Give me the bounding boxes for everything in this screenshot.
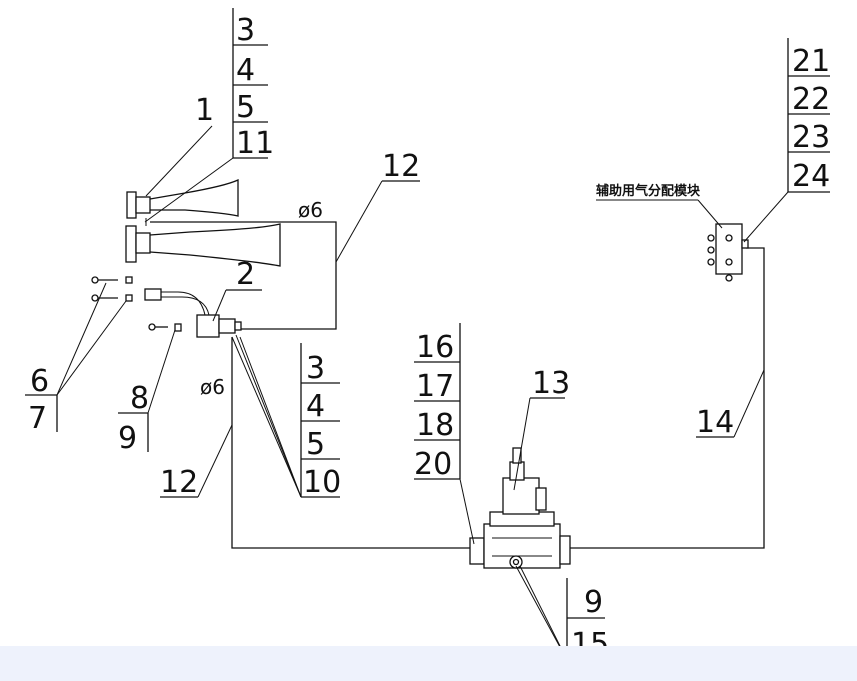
pressure-regulator (469, 447, 571, 569)
callout-stack-right: 21 22 23 24 (743, 38, 830, 243)
pipe-horn-loop: ø6 (150, 198, 337, 330)
callout-22: 22 (792, 82, 830, 117)
callout-17: 17 (416, 369, 454, 404)
callout-6-7-group: 6 7 (25, 282, 127, 436)
callout-9: 9 (118, 421, 137, 456)
callout-20: 20 (414, 447, 452, 482)
pipe-regulator-to-module (570, 247, 765, 549)
diameter-label-top: ø6 (298, 198, 323, 222)
callout-18: 18 (416, 408, 454, 443)
callout-9-bottom: 9 (584, 585, 603, 620)
pipe-valve-to-regulator: ø6 (200, 337, 470, 549)
callout-6: 6 (30, 364, 49, 399)
callout-4: 4 (236, 53, 255, 88)
screw-mid (148, 323, 182, 332)
solenoid-valve (144, 288, 242, 338)
callout-12-top-group: 12 (335, 149, 420, 263)
callout-1-group: 1 (145, 93, 214, 197)
bottom-bar (0, 646, 857, 681)
air-distribution-module (707, 223, 749, 282)
callout-stack-regulator: 16 17 18 20 (414, 323, 475, 545)
callout-4-mid: 4 (306, 389, 325, 424)
callout-5: 5 (236, 90, 255, 125)
callout-24: 24 (792, 159, 830, 194)
callout-11: 11 (236, 126, 274, 161)
callout-5-mid: 5 (306, 427, 325, 462)
callout-3-mid: 3 (306, 351, 325, 386)
callout-3: 3 (236, 13, 255, 48)
callout-12-top: 12 (382, 149, 420, 184)
air-horn-upper (126, 178, 239, 219)
callout-14: 14 (696, 405, 734, 440)
callout-1: 1 (195, 93, 214, 128)
callout-12-mid-group: 12 (160, 424, 233, 500)
module-label-group: 辅助用气分配模块 (596, 183, 723, 229)
module-label: 辅助用气分配模块 (596, 183, 701, 199)
air-horn-lower (125, 218, 281, 267)
callout-12-mid: 12 (160, 465, 198, 500)
callout-23: 23 (792, 120, 830, 155)
callout-10: 10 (303, 465, 341, 500)
bolts-left (91, 276, 133, 302)
diameter-label-mid: ø6 (200, 375, 225, 399)
callout-7: 7 (28, 401, 47, 436)
callout-2: 2 (236, 257, 255, 292)
callout-13-group: 13 (513, 366, 570, 491)
callout-21: 21 (792, 44, 830, 79)
callout-14-group: 14 (696, 369, 765, 440)
callout-stack-mid: 3 4 5 10 (231, 334, 341, 500)
callout-13: 13 (532, 366, 570, 401)
callout-2-group: 2 (212, 257, 262, 322)
callout-16: 16 (416, 330, 454, 365)
callout-8: 8 (130, 381, 149, 416)
callout-stack-top: 3 4 5 11 (144, 8, 274, 223)
callout-8-9-group: 8 9 (118, 329, 176, 456)
